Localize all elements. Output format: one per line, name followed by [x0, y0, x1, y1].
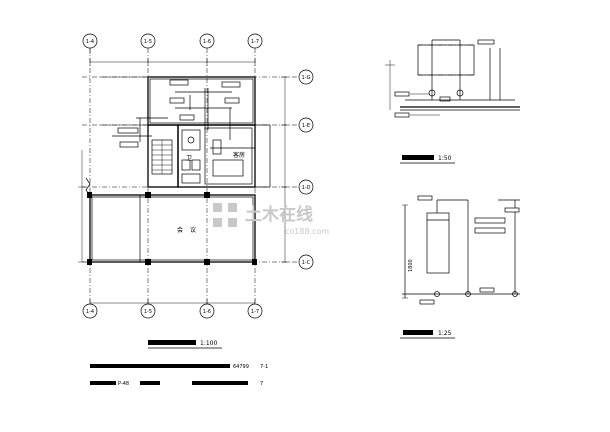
detail-a-caption: 1:50	[400, 155, 455, 164]
detail-a-scale: 1:50	[438, 155, 452, 162]
notes-block: 64799 7-1 P-48 7	[90, 364, 268, 387]
detail-b-dimension: 1800	[408, 259, 414, 272]
axis-bubbles-top: 1-4 1-5 1-6 1-7	[82, 33, 263, 54]
axis-bubbles-right: 1-G 1-E 1-D 1-C	[298, 69, 314, 270]
axis-label-top-3: 1-6	[203, 39, 211, 45]
axis-label-bottom-3: 1-6	[203, 309, 211, 315]
notes-line1-tail: 64799	[233, 364, 249, 370]
stair	[151, 139, 173, 175]
axis-label-top-1: 1-4	[86, 39, 94, 45]
axis-bubbles-bottom: 1-4 1-5 1-6 1-7	[82, 303, 263, 319]
notes-line1-end: 7-1	[260, 364, 268, 370]
axis-label-bottom-1: 1-4	[86, 309, 94, 315]
dimension-lines	[78, 58, 289, 307]
axis-label-right-2: 1-E	[302, 123, 310, 129]
axis-label-top-2: 1-5	[144, 39, 152, 45]
plan-scale: 1:100	[200, 340, 217, 347]
room-label-guestroom: 客房	[233, 151, 245, 159]
axis-label-right-4: 1-C	[302, 260, 311, 266]
axis-label-bottom-4: 1-7	[251, 309, 259, 315]
watermark-logo	[213, 203, 237, 227]
watermark-text: 土木在线	[245, 204, 313, 225]
axis-label-top-4: 1-7	[251, 39, 259, 45]
plan-caption: 1:100	[148, 340, 222, 349]
watermark-url: co188.com	[285, 227, 329, 236]
axis-label-right-3: 1-D	[302, 185, 311, 191]
columns	[87, 192, 257, 265]
detail-b-scale: 1:25	[438, 330, 452, 337]
notes-line2-a: P-48	[118, 381, 129, 387]
watermark: 土木在线 co188.com	[213, 203, 329, 236]
floor-plan: 卫 客房 会 议 1-4 1-5 1-6 1-7 1-4 1-5 1-6 1-7	[78, 33, 314, 349]
detail-section-b: 1800	[402, 195, 520, 305]
room-label-meeting-2: 议	[190, 226, 196, 234]
toilet-fixtures	[181, 129, 244, 184]
walls	[89, 76, 271, 263]
notes-line2-b: 7	[260, 381, 263, 387]
detail-section-a	[385, 39, 520, 118]
pipe-runs	[112, 79, 255, 149]
axis-label-bottom-2: 1-5	[144, 309, 152, 315]
room-label-wc: 卫	[186, 155, 192, 162]
detail-b-caption: 1:25	[400, 330, 455, 339]
axis-label-right-1: 1-G	[301, 75, 310, 81]
room-label-meeting-1: 会	[177, 226, 183, 234]
